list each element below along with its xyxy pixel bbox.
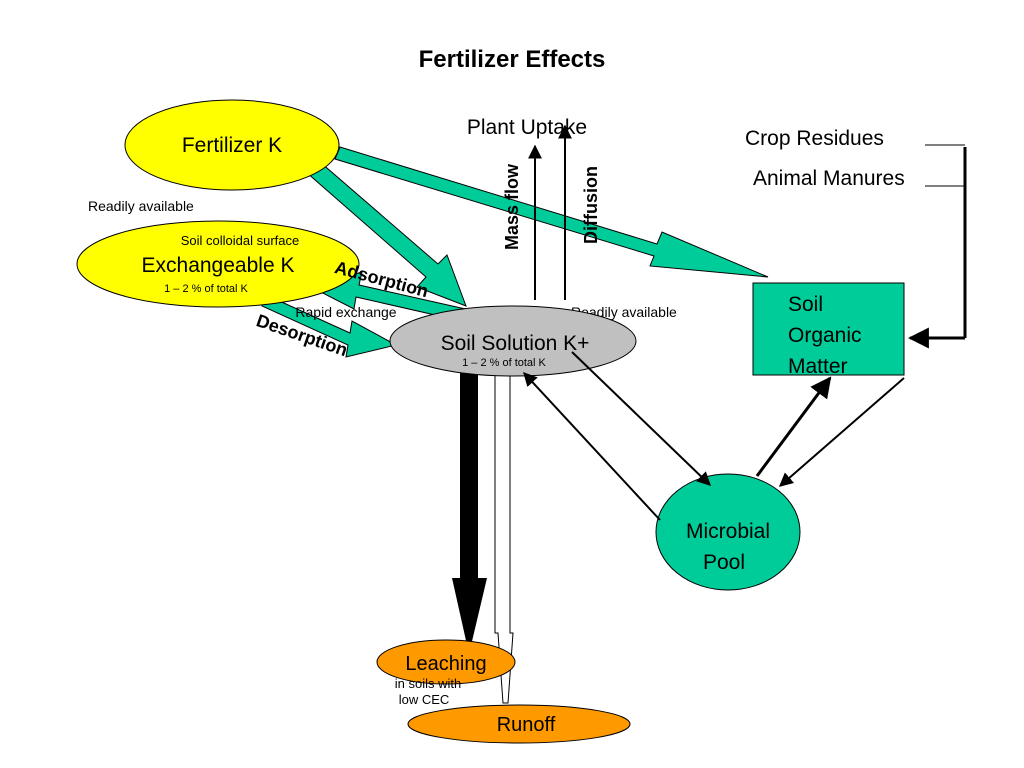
som-line2: Organic — [788, 324, 862, 347]
som-to-microbial-arrow — [778, 377, 905, 487]
exchangeable-k-label: Exchangeable K — [142, 254, 295, 277]
leaching-ellipse — [376, 639, 516, 685]
microbial-to-som-arrow — [755, 376, 832, 477]
fertilizer-k-label: Fertilizer K — [182, 134, 282, 157]
readily-available-left: Readily available — [88, 198, 194, 214]
microbial-line1: Microbial — [686, 520, 770, 543]
crop-residues-label: Crop Residues — [745, 127, 884, 150]
diffusion-label: Diffusion — [581, 166, 601, 244]
fertilizer-to-solution-arrow — [305, 161, 467, 307]
plant-uptake-label: Plant Uptake — [467, 116, 587, 139]
fertilizer-k-ellipse — [124, 99, 340, 191]
runoff-label: Runoff — [497, 714, 556, 736]
exchangeable-k-top-note: Soil colloidal surface — [181, 233, 300, 248]
runoff-arrow — [494, 367, 514, 704]
leaching-note2: low CEC — [399, 692, 450, 707]
leaching-label: Leaching — [405, 653, 486, 675]
runoff-ellipse — [407, 704, 631, 744]
mass-flow-label: Mass flow — [502, 163, 522, 250]
solution-to-microbial-arrow — [571, 351, 712, 486]
microbial-line2: Pool — [703, 551, 745, 574]
microbial-pool-circle — [655, 473, 801, 591]
som-line1: Soil — [788, 293, 823, 316]
exchangeable-k-ellipse — [76, 220, 360, 308]
soil-solution-note: 1 – 2 % of total K — [462, 357, 546, 369]
exchangeable-k-bottom-note: 1 – 2 % of total K — [164, 283, 248, 295]
animal-manures-label: Animal Manures — [753, 167, 905, 190]
soil-solution-ellipse — [389, 305, 637, 377]
leaching-arrow — [452, 370, 487, 654]
fertilizer-to-som-arrow — [334, 146, 769, 278]
soil-organic-matter-box — [752, 282, 905, 376]
microbial-to-solution-arrow — [523, 371, 661, 521]
leaching-note1: in soils with — [395, 676, 461, 691]
residues-connector — [907, 144, 967, 349]
soil-solution-label: Soil Solution K+ — [441, 332, 590, 355]
rapid-exchange-label: Rapid exchange — [295, 304, 396, 320]
som-line3: Matter — [788, 355, 848, 378]
diagram-title: Fertilizer Effects — [419, 46, 606, 73]
